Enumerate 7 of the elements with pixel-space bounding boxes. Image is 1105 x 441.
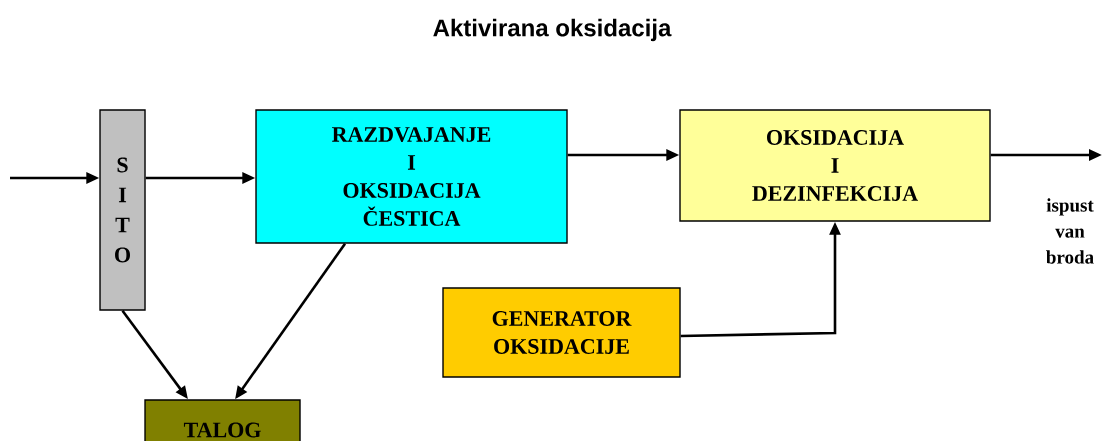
process-box: S I T O: [99, 109, 146, 311]
process-box: OKSIDACIJA I DEZINFEKCIJA: [679, 109, 991, 222]
edge-label: ispust van broda: [1034, 197, 1105, 265]
process-box: TALOG: [144, 399, 301, 441]
process-box: RAZDVAJANJE I OKSIDACIJA ČESTICA: [255, 109, 568, 244]
title: Aktivirana oksidacija: [433, 18, 672, 42]
process-box: GENERATOR OKSIDACIJE: [442, 287, 681, 378]
